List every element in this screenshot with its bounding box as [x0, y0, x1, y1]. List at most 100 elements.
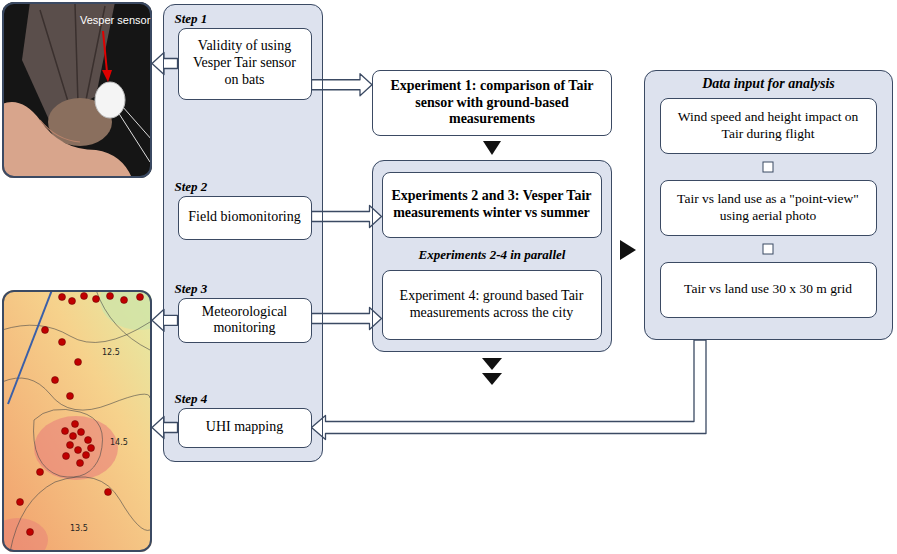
sample-point: [17, 499, 24, 506]
box-text: Meteorological monitoring: [185, 304, 305, 338]
sample-point: [37, 469, 44, 476]
contour-label: 14.5: [110, 438, 128, 447]
step-box: Step 3Meteorological monitoring: [178, 298, 312, 344]
step-label: Step 4: [175, 391, 208, 407]
block-arrow: [312, 308, 382, 330]
triangle-arrow: [620, 240, 636, 260]
step-label: Step 2: [175, 179, 208, 195]
box-text: UHI mapping: [206, 419, 283, 436]
map-frame: 12.5 14.5 13.5: [2, 290, 152, 552]
sample-point: [27, 529, 34, 536]
flow-triangle: [482, 358, 502, 370]
coast-line: [8, 290, 52, 404]
sample-point: [70, 433, 77, 440]
box-text: Wind speed and height impact on Tair dur…: [667, 109, 870, 141]
experiment-box: Experiment 4: ground based Tair measurem…: [382, 270, 602, 340]
sample-point: [63, 453, 70, 460]
sample-point: [85, 437, 92, 444]
box-text: Field biomonitoring: [188, 209, 300, 226]
sample-point: [105, 489, 112, 496]
sensor-wire: [118, 112, 150, 162]
sample-point: [107, 293, 114, 300]
sample-point: [121, 297, 128, 304]
finger-line: [40, 120, 80, 142]
box-text: Tair vs land use as a "point-view" using…: [667, 191, 870, 223]
bat-photo: [2, 2, 152, 178]
triangle-arrow: [483, 141, 501, 155]
sample-point: [77, 460, 84, 467]
experiment-box: Experiment 1: comparison of Tair sensor …: [372, 70, 612, 136]
step-box: Step 1Validity of using Vesper Tair sens…: [178, 28, 312, 100]
sample-point: [62, 428, 69, 435]
panel-title: Data input for analysis: [645, 76, 892, 92]
bent-block-arrow: [312, 340, 707, 440]
box-text: Experiment 4: ground based Tair measurem…: [389, 288, 595, 322]
uhi-map: [2, 290, 152, 552]
sample-point: [59, 294, 66, 301]
box-text: Tair vs land use 30 x 30 m grid: [684, 281, 852, 297]
sample-point: [75, 447, 82, 454]
step-box: Step 4UHI mapping: [178, 408, 312, 448]
contour-line: [96, 290, 150, 350]
box-text: Experiment 1: comparison of Tair sensor …: [379, 78, 605, 128]
contour-line: [10, 477, 150, 552]
sample-point: [75, 359, 82, 366]
step-label: Step 1: [175, 11, 208, 27]
block-arrow: [312, 206, 382, 228]
bat-body: [48, 98, 112, 146]
contour-label: 13.5: [70, 524, 88, 533]
panel-fill: [372, 160, 612, 352]
hand: [2, 102, 132, 178]
sample-point: [81, 293, 88, 300]
separator-square: [763, 162, 773, 172]
hot-zone: [2, 518, 48, 552]
map-ground: [2, 290, 152, 552]
vesper-sensor: [95, 82, 125, 118]
sample-point: [83, 452, 90, 459]
data-input-box: Tair vs land use as a "point-view" using…: [660, 180, 877, 236]
sensor-wire: [122, 106, 152, 140]
panel-fill: [163, 4, 323, 462]
sample-point: [72, 421, 79, 428]
sample-point: [59, 339, 66, 346]
block-arrow: [312, 74, 373, 96]
block-arrow: [152, 309, 178, 331]
experiment-box: Experiments 2 and 3: Vesper Tair measure…: [382, 172, 602, 238]
contour-label: 12.5: [102, 348, 120, 357]
sample-point: [137, 294, 144, 301]
step-label: Step 3: [175, 281, 208, 297]
sample-point: [42, 327, 49, 334]
contour-line: [34, 409, 103, 477]
box-text: Validity of using Vesper Tair sensor on …: [185, 38, 305, 88]
step-box: Step 2Field biomonitoring: [178, 196, 312, 240]
block-arrow: [152, 417, 178, 439]
sample-point: [67, 393, 74, 400]
panel-fill: [644, 70, 893, 340]
group-label: Experiments 2-4 in parallel: [373, 247, 611, 263]
data-input-box: Wind speed and height impact on Tair dur…: [660, 98, 877, 154]
sample-point: [93, 296, 100, 303]
sample-point: [78, 429, 85, 436]
photo-frame: Vesper sensor: [2, 2, 152, 178]
leader-arrow: [103, 31, 107, 72]
sample-points: [17, 293, 144, 536]
step-panel: Step 1 Validity of using Vesper Tair sens…: [163, 4, 323, 462]
photo-label: Vesper sensor: [80, 14, 150, 26]
separator-square: [763, 244, 773, 254]
cool-zone: [100, 290, 152, 330]
block-arrow: [152, 53, 178, 75]
contour-line: [2, 378, 150, 410]
sample-point: [88, 445, 95, 452]
experiment-group: Experiments 2 and 3: Vesper Tair measure…: [372, 160, 612, 352]
box-text: Experiments 2 and 3: Vesper Tair measure…: [389, 188, 595, 222]
analysis-panel: Wind speed and height impact on Tair dur…: [644, 70, 893, 340]
hot-zone: [34, 416, 118, 480]
flow-triangle: [482, 373, 502, 385]
sample-point: [67, 442, 74, 449]
sample-point: [69, 298, 76, 305]
sample-point: [52, 377, 59, 384]
contour-line: [2, 322, 150, 342]
data-input-box: Tair vs land use 30 x 30 m grid: [660, 262, 877, 318]
